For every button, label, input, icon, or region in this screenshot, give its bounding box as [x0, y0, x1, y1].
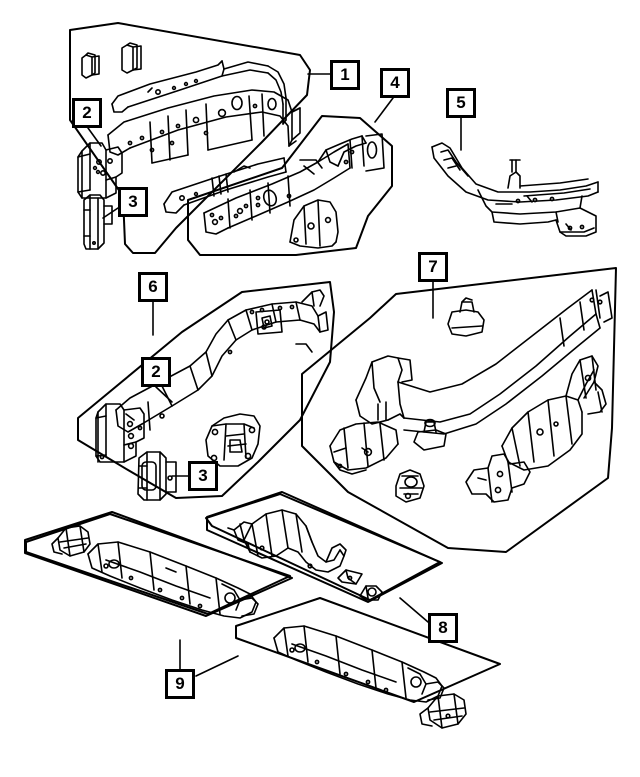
part-1-center-rail: [107, 89, 301, 164]
part-9-left-end-bracket: [51, 525, 91, 557]
callout-3-upper-label: 3: [128, 191, 138, 211]
part-9-right-end-bracket: [419, 693, 467, 729]
panel-1-outline: [69, 22, 311, 254]
part-7-rear-rail-assembly: [329, 289, 613, 503]
callout-9-label: 9: [175, 673, 185, 693]
panel-8-outline-accurate: [206, 491, 443, 603]
callout-7-label: 7: [428, 256, 438, 276]
part-9-left-sill-reinforcement: [87, 541, 259, 619]
callout-4[interactable]: 4: [380, 68, 410, 98]
part-8-small-pads: [337, 569, 383, 601]
callout-5[interactable]: 5: [446, 88, 476, 118]
callout-2-upper-label: 2: [82, 102, 92, 122]
part-3-bracket-upper: [83, 194, 113, 250]
callout-3-upper[interactable]: 3: [118, 187, 148, 217]
panel-9-left-outline-shape: [24, 511, 293, 617]
callout-3-lower[interactable]: 3: [188, 461, 218, 491]
part-6-frame-rail: [115, 289, 329, 433]
panel-9-right-outline: [235, 597, 501, 703]
panel-1-clip-brackets: [81, 42, 142, 79]
leader-9-right: [195, 655, 239, 677]
panel-7-outline: [301, 267, 617, 553]
leader-2: [87, 127, 102, 147]
part-2-bracket-lower: [95, 403, 145, 463]
panel-8-outline: [205, 493, 441, 601]
callout-1[interactable]: 1: [330, 60, 360, 90]
callout-6-label: 6: [148, 276, 158, 296]
panel-6-outline: [77, 281, 335, 499]
panel-4-outline: [187, 115, 393, 256]
part-3-bracket-lower: [137, 451, 177, 501]
leader-8: [399, 597, 429, 623]
part-4-rail-reinforcement: [203, 133, 385, 235]
callout-9[interactable]: 9: [165, 669, 195, 699]
callout-4-label: 4: [390, 72, 400, 92]
leader-2b: [155, 386, 173, 403]
callout-2-upper[interactable]: 2: [72, 98, 102, 128]
callout-2-lower[interactable]: 2: [141, 357, 171, 387]
part-6-engine-mount-bracket: [205, 413, 261, 467]
callout-5-label: 5: [456, 92, 466, 112]
part-5-rear-rail-extension: [431, 142, 599, 237]
part-9-right-sill-reinforcement: [273, 625, 445, 703]
callout-8[interactable]: 8: [428, 613, 458, 643]
callout-6[interactable]: 6: [138, 272, 168, 302]
callout-8-label: 8: [438, 617, 448, 637]
part-4-wheelhouse-bracket: [289, 199, 339, 249]
leader-3: [102, 207, 119, 219]
leader-4: [374, 97, 394, 123]
callout-3-lower-label: 3: [198, 465, 208, 485]
callout-2-lower-label: 2: [151, 361, 161, 381]
callout-7[interactable]: 7: [418, 252, 448, 282]
callout-1-label: 1: [340, 64, 350, 84]
part-8-wheelhouse-panel: [227, 509, 347, 573]
leader-lines: [87, 73, 462, 677]
part-1-lower-rail: [163, 157, 287, 214]
part-2-bracket-upper: [77, 142, 123, 199]
part-1-upper-rail: [111, 60, 287, 125]
